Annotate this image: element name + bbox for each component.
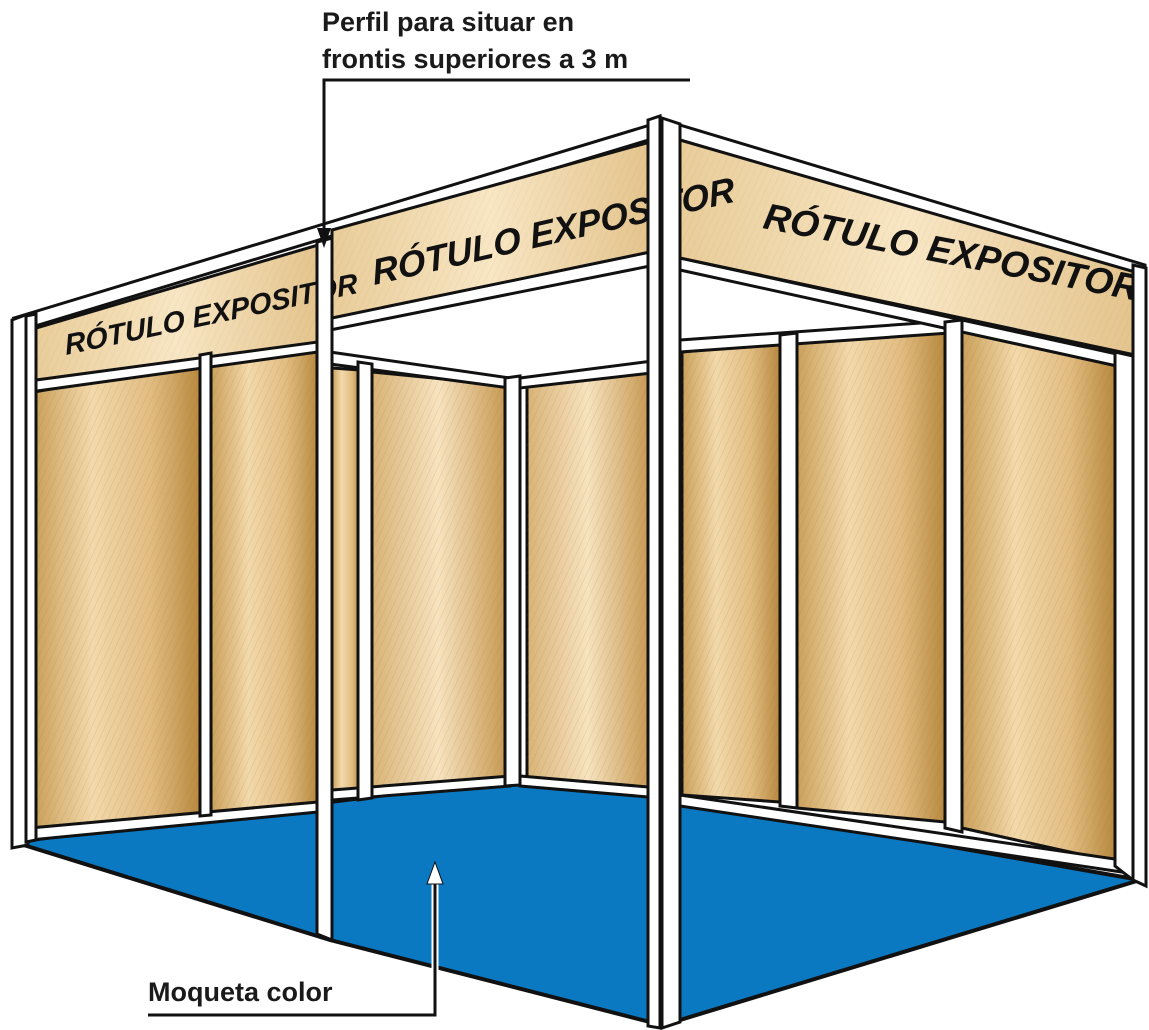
callout-carpet-label: Moqueta color — [148, 977, 333, 1007]
sign-panels — [34, 138, 1137, 382]
callout-carpet-arrow — [426, 860, 444, 885]
callout-profile-leader — [322, 78, 690, 228]
callout-carpet: Moqueta color — [148, 860, 444, 1019]
back-left-wall — [330, 366, 507, 803]
callout-profile-arrow — [317, 228, 331, 248]
right-wall — [680, 324, 1117, 864]
callout-profile-line2: frontis superiores a 3 m — [322, 44, 628, 74]
callout-profile: Perfil para situar en frontis superiores… — [317, 7, 690, 248]
left-wall — [32, 343, 320, 832]
back-right-wall — [525, 368, 650, 792]
frame-posts — [10, 113, 1148, 1030]
callout-profile-line1: Perfil para situar en — [322, 7, 574, 37]
